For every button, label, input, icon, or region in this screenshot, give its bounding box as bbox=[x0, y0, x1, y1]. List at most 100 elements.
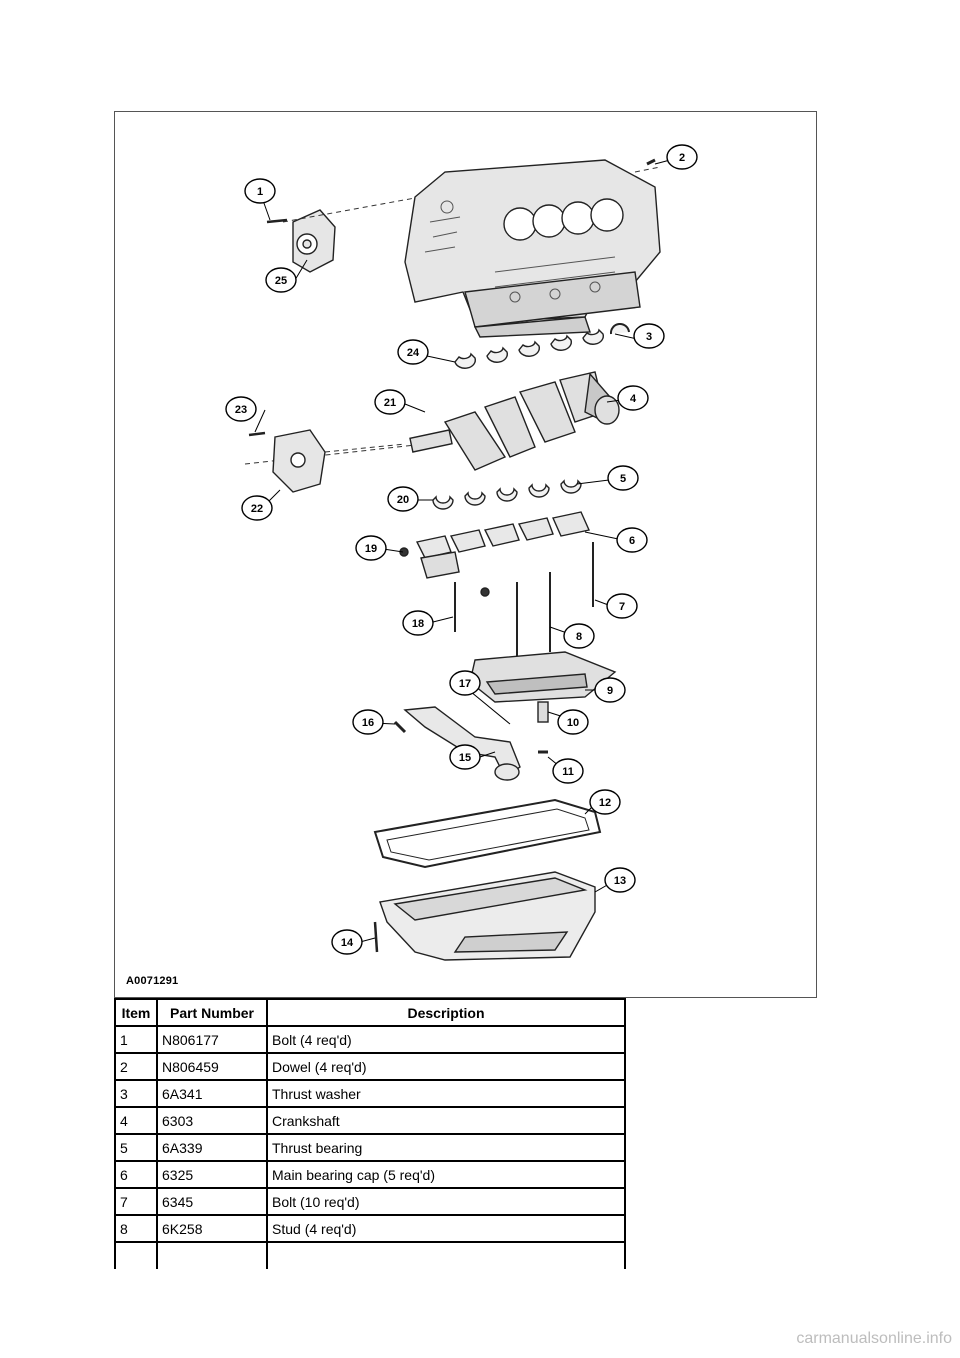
water-pump-illustration bbox=[292, 209, 336, 273]
callout-2: 2 bbox=[666, 144, 698, 170]
cell-part-number: 6A339 bbox=[157, 1134, 268, 1162]
cell-empty bbox=[114, 1242, 158, 1269]
cell-part-number: 6A341 bbox=[157, 1080, 268, 1108]
callout-14: 14 bbox=[331, 929, 363, 955]
callout-6: 6 bbox=[616, 527, 648, 553]
cell-description: Dowel (4 req'd) bbox=[267, 1053, 626, 1081]
callout-16-text: 16 bbox=[362, 717, 374, 729]
callout-5: 5 bbox=[607, 465, 639, 491]
callout-22: 22 bbox=[241, 495, 273, 521]
callout-25: 25 bbox=[265, 267, 297, 293]
exploded-view-figure: 1 2 3 4 5 6 7 8 9 10 11 12 13 14 15 16 1… bbox=[114, 111, 817, 998]
callout-16: 16 bbox=[352, 709, 384, 735]
callout-6-text: 6 bbox=[629, 535, 635, 547]
callout-5-text: 5 bbox=[620, 473, 626, 485]
cell-empty bbox=[267, 1242, 626, 1269]
table-header-row: Item Part Number Description bbox=[114, 998, 626, 1027]
cell-item: 4 bbox=[114, 1107, 158, 1135]
table-row: 1 N806177 Bolt (4 req'd) bbox=[114, 1026, 626, 1054]
cell-item: 7 bbox=[114, 1188, 158, 1216]
callout-23: 23 bbox=[225, 396, 257, 422]
oil-pump-illustration bbox=[272, 429, 326, 493]
callout-10-text: 10 bbox=[567, 717, 579, 729]
callout-14-text: 14 bbox=[341, 937, 354, 949]
cell-part-number: N806177 bbox=[157, 1026, 268, 1054]
cell-empty bbox=[157, 1242, 268, 1269]
callout-8: 8 bbox=[563, 623, 595, 649]
callout-19: 19 bbox=[355, 535, 387, 561]
parts-table: Item Part Number Description 1 N806177 B… bbox=[114, 998, 626, 1269]
callout-21: 21 bbox=[374, 389, 406, 415]
oil-pan-illustration bbox=[379, 871, 596, 961]
table-row: 8 6K258 Stud (4 req'd) bbox=[114, 1215, 626, 1243]
cell-part-number: 6K258 bbox=[157, 1215, 268, 1243]
callout-20-text: 20 bbox=[397, 494, 409, 506]
callout-3-text: 3 bbox=[646, 331, 652, 343]
callout-25-text: 25 bbox=[275, 275, 287, 287]
header-item: Item bbox=[114, 998, 158, 1027]
table-row: 2 N806459 Dowel (4 req'd) bbox=[114, 1053, 626, 1081]
callout-9: 9 bbox=[594, 677, 626, 703]
cell-part-number: 6345 bbox=[157, 1188, 268, 1216]
table-row: 3 6A341 Thrust washer bbox=[114, 1080, 626, 1108]
callout-24-text: 24 bbox=[407, 347, 420, 359]
upper-bearing-shells bbox=[454, 323, 630, 369]
cell-description: Thrust bearing bbox=[267, 1134, 626, 1162]
cell-item: 3 bbox=[114, 1080, 158, 1108]
cell-item: 2 bbox=[114, 1053, 158, 1081]
callout-15: 15 bbox=[449, 744, 481, 770]
callout-12: 12 bbox=[589, 789, 621, 815]
callout-15-text: 15 bbox=[459, 752, 471, 764]
lower-bearing-shells bbox=[432, 479, 582, 510]
table-row: 5 6A339 Thrust bearing bbox=[114, 1134, 626, 1162]
callout-13-text: 13 bbox=[614, 875, 626, 887]
callout-20: 20 bbox=[387, 486, 419, 512]
callout-1: 1 bbox=[244, 178, 276, 204]
callout-12-text: 12 bbox=[599, 797, 611, 809]
engine-block-illustration bbox=[404, 159, 661, 338]
cell-part-number: 6303 bbox=[157, 1107, 268, 1135]
callout-3: 3 bbox=[633, 323, 665, 349]
callout-7: 7 bbox=[606, 593, 638, 619]
windage-tray-illustration bbox=[469, 651, 617, 703]
callout-2-text: 2 bbox=[679, 152, 685, 164]
callout-4-text: 4 bbox=[630, 393, 637, 405]
main-bearing-caps bbox=[415, 511, 590, 579]
cell-description: Bolt (10 req'd) bbox=[267, 1188, 626, 1216]
callout-11: 11 bbox=[552, 758, 584, 784]
table-row-continued bbox=[114, 1242, 626, 1269]
cell-part-number: 6325 bbox=[157, 1161, 268, 1189]
callout-22-text: 22 bbox=[251, 503, 263, 515]
table-row: 7 6345 Bolt (10 req'd) bbox=[114, 1188, 626, 1216]
callout-17-text: 17 bbox=[459, 678, 471, 690]
cell-description: Bolt (4 req'd) bbox=[267, 1026, 626, 1054]
callout-8-text: 8 bbox=[576, 631, 582, 643]
figure-id: A0071291 bbox=[126, 975, 179, 987]
callout-labels: 1 2 3 4 5 6 7 8 9 10 11 12 13 14 15 16 1… bbox=[225, 144, 698, 955]
header-description: Description bbox=[267, 998, 626, 1027]
cell-description: Main bearing cap (5 req'd) bbox=[267, 1161, 626, 1189]
cell-item: 1 bbox=[114, 1026, 158, 1054]
callout-18: 18 bbox=[402, 610, 434, 636]
callout-11-text: 11 bbox=[562, 766, 574, 778]
cell-description: Stud (4 req'd) bbox=[267, 1215, 626, 1243]
crankshaft-illustration bbox=[409, 371, 620, 471]
engine-exploded-diagram: 1 2 3 4 5 6 7 8 9 10 11 12 13 14 15 16 1… bbox=[225, 144, 698, 961]
oil-pickup-tube-illustration bbox=[403, 706, 521, 781]
callout-10: 10 bbox=[557, 709, 589, 735]
header-part-number: Part Number bbox=[157, 998, 268, 1027]
oil-pan-gasket-illustration bbox=[373, 798, 602, 869]
table-row: 4 6303 Crankshaft bbox=[114, 1107, 626, 1135]
cell-item: 5 bbox=[114, 1134, 158, 1162]
cell-item: 8 bbox=[114, 1215, 158, 1243]
cell-description: Crankshaft bbox=[267, 1107, 626, 1135]
callout-13: 13 bbox=[604, 867, 636, 893]
callout-18-text: 18 bbox=[412, 618, 424, 630]
callout-17: 17 bbox=[449, 670, 481, 696]
cell-item: 6 bbox=[114, 1161, 158, 1189]
callout-9-text: 9 bbox=[607, 685, 613, 697]
cell-description: Thrust washer bbox=[267, 1080, 626, 1108]
callout-23-text: 23 bbox=[235, 404, 247, 416]
callout-24: 24 bbox=[397, 339, 429, 365]
callout-7-text: 7 bbox=[619, 601, 625, 613]
